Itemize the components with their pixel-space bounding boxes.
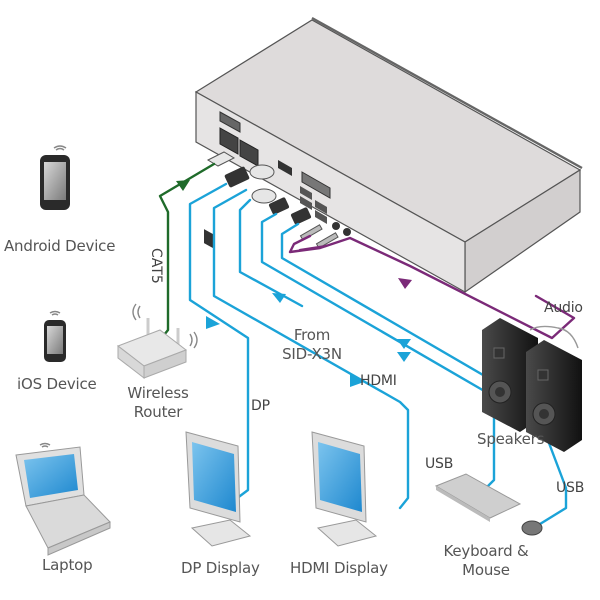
hdmi-plug-2 <box>251 188 277 204</box>
dp-arrow <box>206 316 220 329</box>
from-label-line2: SID-X3N <box>282 345 342 363</box>
from-label-line1: From <box>293 326 331 344</box>
ios-device-label: iOS Device <box>17 375 97 393</box>
speaker-left <box>482 318 538 432</box>
android-device <box>40 145 70 210</box>
audio-cable-label: Audio <box>544 300 583 316</box>
audio-arrow <box>398 278 412 289</box>
usb-mouse-arrow <box>397 352 411 362</box>
usb-plug-2 <box>290 207 312 225</box>
hdmi-display-screen <box>318 442 362 512</box>
keyboard-mouse-label: Keyboard & Mouse <box>436 542 536 580</box>
audio-cable <box>288 234 576 340</box>
serial-port <box>219 111 241 133</box>
hdmi-display <box>311 431 378 547</box>
dp-display-screen <box>192 442 236 512</box>
hdmi-out-arrow <box>350 373 364 387</box>
hdmi-plug-1 <box>249 164 275 180</box>
keyboard-mouse-label-line1: Keyboard & <box>443 542 529 560</box>
usb-plug-1 <box>268 197 290 215</box>
audio-jacks <box>332 222 351 236</box>
power-port <box>204 229 214 249</box>
dp-display-label: DP Display <box>181 559 260 577</box>
speaker-right <box>526 340 582 452</box>
hdmi-display-label: HDMI Display <box>290 559 388 577</box>
dp-plug <box>224 166 250 188</box>
keyboard-and-mouse <box>434 473 543 536</box>
wifi-icon <box>39 442 51 448</box>
android-device-label: Android Device <box>4 237 116 255</box>
router-label: Wireless Router <box>122 384 194 422</box>
hdmi-cable-label: HDMI <box>360 373 397 389</box>
rj45-ports <box>219 127 259 167</box>
cat5-arrow <box>176 180 190 191</box>
sid-x3n-unit <box>194 16 583 294</box>
usb-mouse-label: USB <box>556 480 585 496</box>
ios-device <box>44 310 66 362</box>
hdmi-cable-in <box>238 198 304 308</box>
keyboard-mouse-label-line2: Mouse <box>462 561 510 579</box>
hdmi-cable-out <box>212 188 410 510</box>
usb-keyboard-label: USB <box>425 456 454 472</box>
wifi-icon <box>53 145 67 151</box>
wifi-icon <box>132 303 141 321</box>
speakers <box>482 318 582 452</box>
hdmi-port <box>278 160 292 176</box>
usb-keyboard-arrow <box>397 339 411 349</box>
router-label-line1: Wireless <box>127 384 189 402</box>
cat5-label: CAT5 <box>148 248 164 284</box>
laptop-label: Laptop <box>42 556 93 574</box>
dp-cable-label: DP <box>251 398 270 414</box>
from-sid-x3n-label: From SID-X3N <box>272 326 352 364</box>
wifi-icon <box>49 310 61 316</box>
hdmi-in-arrow <box>272 293 286 303</box>
laptop-screen <box>24 454 78 498</box>
wireless-router <box>116 303 198 380</box>
audio-plug-1 <box>299 224 323 241</box>
router-label-line2: Router <box>133 403 183 421</box>
usb-ports <box>300 186 327 224</box>
laptop <box>15 442 111 556</box>
speakers-label: Speakers <box>477 430 545 448</box>
mouse-icon <box>521 520 543 536</box>
audio-plug-2 <box>315 232 339 249</box>
dsub-port <box>301 171 331 199</box>
dp-cable <box>188 182 250 504</box>
dp-display <box>185 431 252 547</box>
cat5-cable <box>158 162 216 342</box>
